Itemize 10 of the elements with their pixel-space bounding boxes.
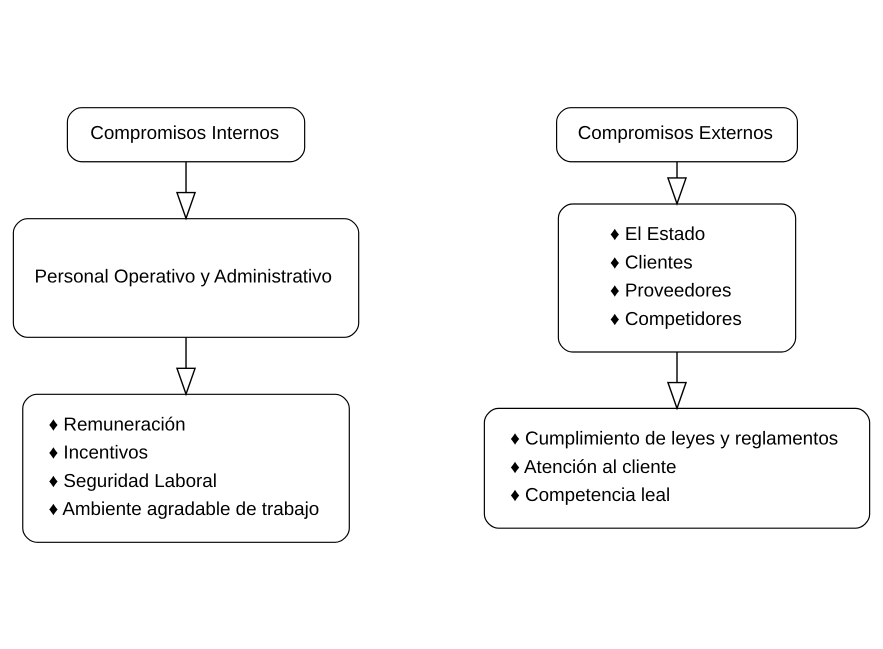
arrow	[666, 352, 688, 410]
node-box: ♦ Cumplimiento de leyes y reglamentos ♦ Atención al cliente ♦ Competencia leal	[484, 407, 870, 528]
arrow	[666, 161, 688, 206]
node-box: Personal Operativo y Administrativo	[12, 218, 360, 338]
arrow	[176, 337, 196, 396]
arrow	[176, 161, 196, 220]
node-box: Compromisos Externos	[556, 106, 798, 162]
node-box: ♦ Remuneración ♦ Incentivos ♦ Seguridad Laboral ♦ Ambiente agradable de trabajo	[22, 393, 350, 542]
node-box: ♦ El Estado ♦ Clientes ♦ Proveedores ♦ Competidores	[558, 202, 796, 352]
node-box: Compromisos Internos	[66, 106, 306, 162]
